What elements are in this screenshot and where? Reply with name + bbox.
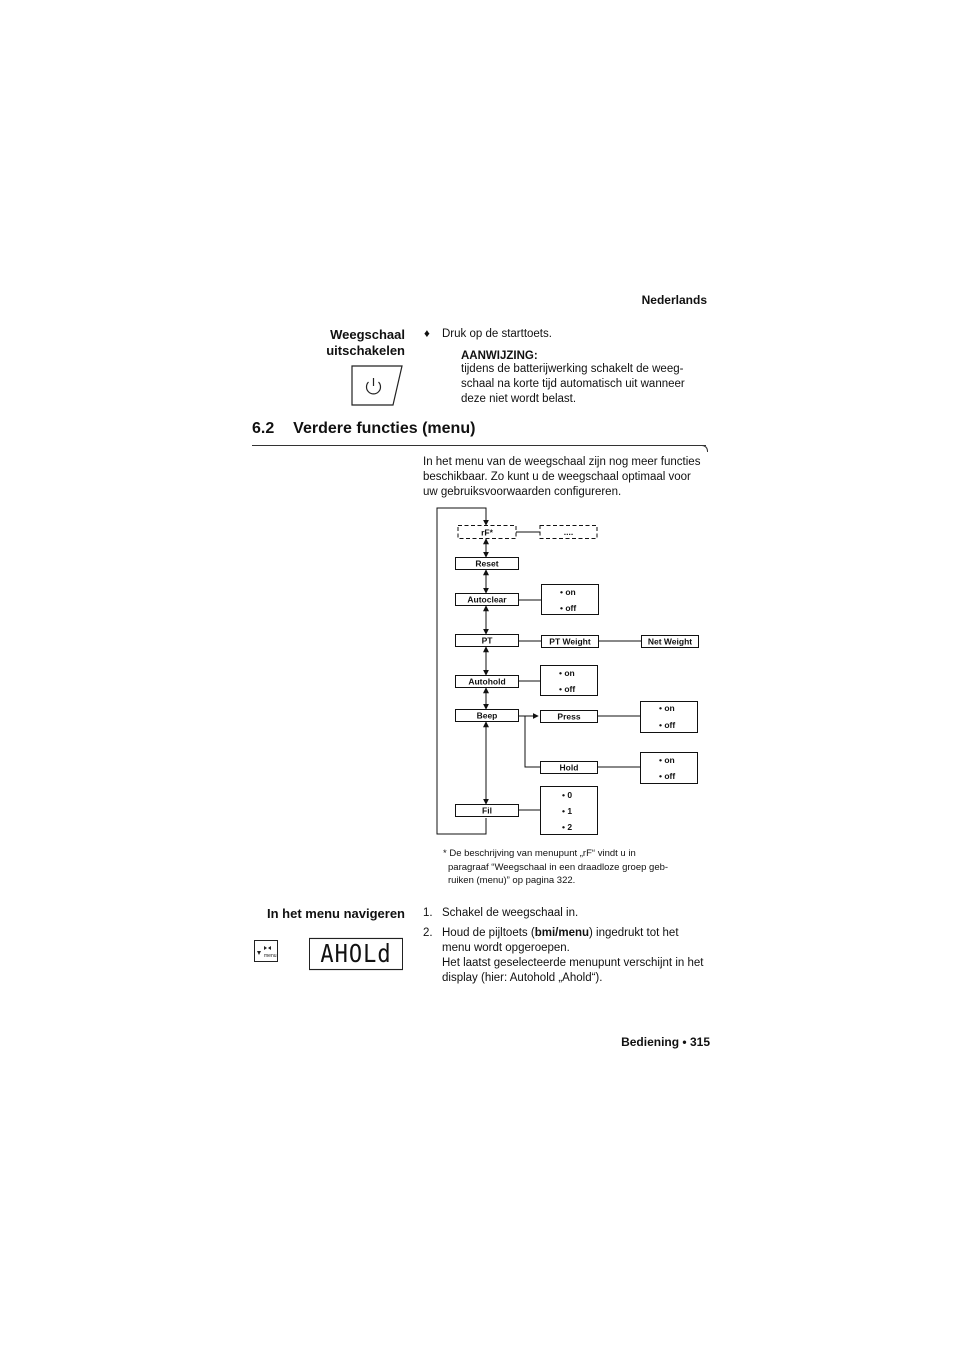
page-footer: Bediening • 315 [621,1035,710,1049]
step-number: 1. [423,907,433,919]
section-title: Verdere functies (menu) [293,420,476,437]
box-hold [540,761,598,774]
note-line: schaal na korte tijd automatisch uit wan… [461,378,685,390]
box-autoclear-options [541,584,599,615]
option-fil-0: • 0 [562,790,572,800]
step-text-key: bmi/menu [534,927,590,939]
steps-list: 1. Schakel de weegschaal in. 2. Houd de … [423,906,713,986]
option-fil-2: • 2 [562,822,572,832]
box-fil [455,804,519,817]
step-text-line: Het laatst geselecteerde menupunt versch… [442,957,704,969]
box-autohold-options [540,665,598,696]
menu-key: menu [254,940,278,962]
intro-line: beschikbaar. Zo kunt u de weegschaal opt… [423,471,691,483]
box-press-options [640,701,698,733]
box-autoclear [455,593,519,606]
header-language: Nederlands [641,293,707,307]
label-beep: Beep [477,711,498,721]
intro-line: uw gebruiksvoorwaarden configureren. [423,486,622,498]
switch-off-title-line2: uitschakelen [326,343,405,358]
box-autohold [455,675,519,688]
switch-off-note: AANWIJZING: tijdens de batterijwerking s… [461,350,711,407]
label-rf-more: .... [564,527,573,537]
note-heading: AANWIJZING: [461,350,538,362]
step-text-pre: Houd de pijltoets ( [442,927,535,939]
step-item: 2. Houd de pijltoets (bmi/menu) ingedruk… [423,926,713,986]
option-fil-1: • 1 [562,806,572,816]
power-icon [365,378,382,395]
label-pt: PT [482,636,494,646]
step-text-line: menu wordt opgeroepen. [442,942,570,954]
option-on: • on [659,703,675,713]
footnote-line: * De beschrijving van menupunt „rF“ vind… [443,848,636,859]
menu-key-outline [254,940,278,962]
step-text: Schakel de weegschaal in. [442,907,579,919]
switch-off-title-line1: Weegschaal [330,327,405,342]
menu-diagram: rF* .... Reset Autoclear PT PT Weight Ne… [436,507,699,835]
diagram-footnote: * De beschrijving van menupunt „rF“ vind… [443,847,713,888]
label-autohold: Autohold [468,677,505,687]
box-rf [457,525,517,539]
section-intro: In het menu van de weegschaal zijn nog m… [423,455,713,500]
label-autoclear: Autoclear [467,595,507,605]
switch-off-title: Weegschaal uitschakelen [250,327,405,359]
section-heading: 6.2 Verdere functies (menu) [252,420,475,438]
step-text-line: display (hier: Autohold „Ahold“). [442,972,603,984]
option-off: • off [659,720,675,730]
lcd-display: AHOLd [309,937,403,971]
step-number: 2. [423,927,433,939]
switch-off-step: Druk op de starttoets. [442,328,552,340]
intro-line: In het menu van de weegschaal zijn nog m… [423,456,701,468]
option-off: • off [659,771,675,781]
label-pt-weight: PT Weight [549,637,591,647]
label-rf: rF* [481,528,494,538]
navigate-title: In het menu navigeren [267,906,405,921]
step-item: 1. Schakel de weegschaal in. [423,906,713,921]
option-on: • on [560,587,576,597]
power-key [351,365,403,406]
label-hold: Hold [560,763,579,773]
option-off: • off [560,603,576,613]
option-off: • off [559,684,575,694]
connector-beep-hold [524,716,540,768]
box-net-weight [641,635,699,648]
loop-connector [436,507,489,835]
power-key-outline [351,365,403,406]
box-rf-more [539,525,598,539]
box-pt [455,634,519,647]
box-fil-options [540,786,598,835]
option-on: • on [559,668,575,678]
box-pt-weight [541,635,599,648]
option-on: • on [659,755,675,765]
navigate-steps: 1. Schakel de weegschaal in. 2. Houd de … [423,906,713,986]
label-reset: Reset [475,559,498,569]
footnote-line: paragraaf “Weegschaal in een draadloze g… [448,861,669,873]
arrow-key-icon [257,946,271,955]
note-line: deze niet wordt belast. [461,393,577,405]
note-line: tijdens de batterijwerking schakelt de w… [461,363,684,375]
label-net-weight: Net Weight [648,637,692,647]
section-rule-end [699,445,708,452]
box-reset [455,557,519,570]
section-number: 6.2 [252,420,275,437]
label-press: Press [557,712,580,722]
step-text-post: ) ingedrukt tot het [589,927,679,939]
switch-off-bullet: ♦ [424,328,430,340]
footnote-line: ruiken (menu)” op pagina 322. [448,875,576,886]
label-fil: Fil [482,806,492,816]
box-hold-options [640,752,698,784]
section-rule [252,445,706,446]
box-beep [455,709,519,722]
menu-key-label: menu [264,953,277,959]
box-press [540,710,598,723]
